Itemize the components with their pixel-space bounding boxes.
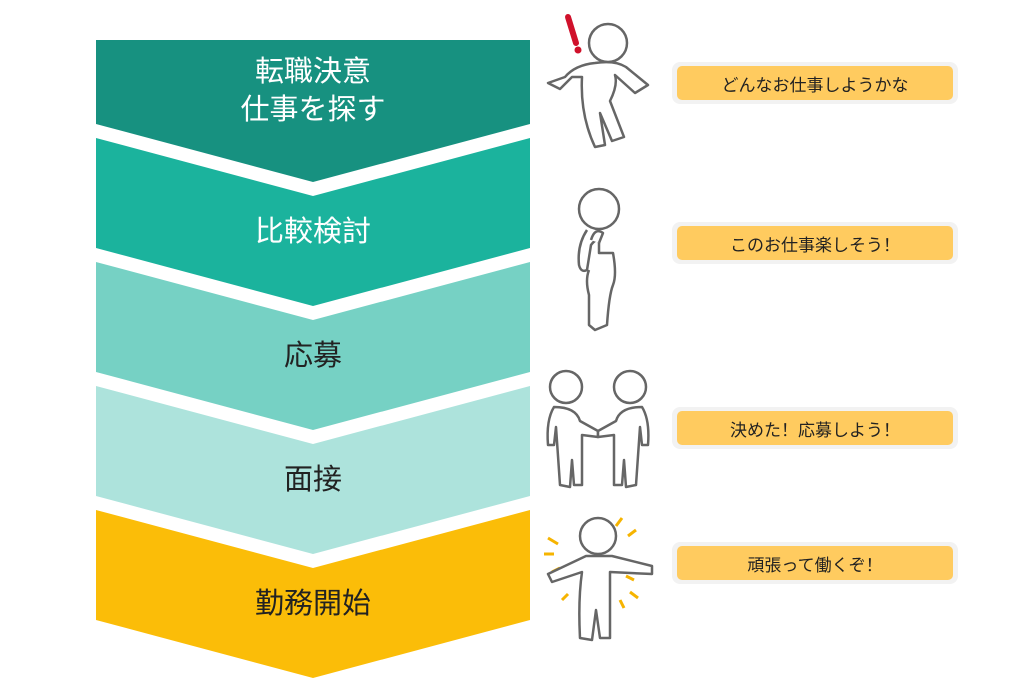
step-2-label: 比較検討	[254, 214, 371, 248]
confused-person-icon	[546, 14, 650, 149]
speech-bubble-1-text: どんなお仕事しようかな	[677, 66, 953, 100]
speech-bubble-2-text: このお仕事楽しそう！	[677, 226, 953, 260]
step-4-label: 面接	[283, 462, 342, 496]
speech-bubble-1: どんなお仕事しようかな	[672, 62, 958, 104]
speech-bubble-4: 頑張って働くぞ！	[672, 542, 958, 584]
step-3-label: 応募	[283, 338, 342, 372]
step-1-chevron	[96, 40, 530, 182]
step-3-chevron	[96, 262, 530, 430]
step-4-chevron	[96, 386, 530, 554]
step-5-label: 勤務開始	[254, 586, 371, 620]
speech-bubble-3-text: 決めた！応募しよう！	[677, 411, 953, 445]
step-1-line2: 仕事を探す	[240, 92, 386, 126]
cheering-person-icon	[544, 516, 654, 642]
step-1-line1: 転職決意	[254, 54, 371, 88]
step-2-chevron	[96, 138, 530, 306]
step-1-label: 転職決意 仕事を探す	[96, 52, 530, 128]
speech-bubble-4-text: 頑張って働くぞ！	[677, 546, 953, 580]
speech-bubble-3: 決めた！応募しよう！	[672, 407, 958, 449]
handshake-icon	[546, 369, 650, 489]
thinking-person-icon	[577, 187, 621, 332]
speech-bubble-2: このお仕事楽しそう！	[672, 222, 958, 264]
step-5-chevron	[96, 510, 530, 678]
